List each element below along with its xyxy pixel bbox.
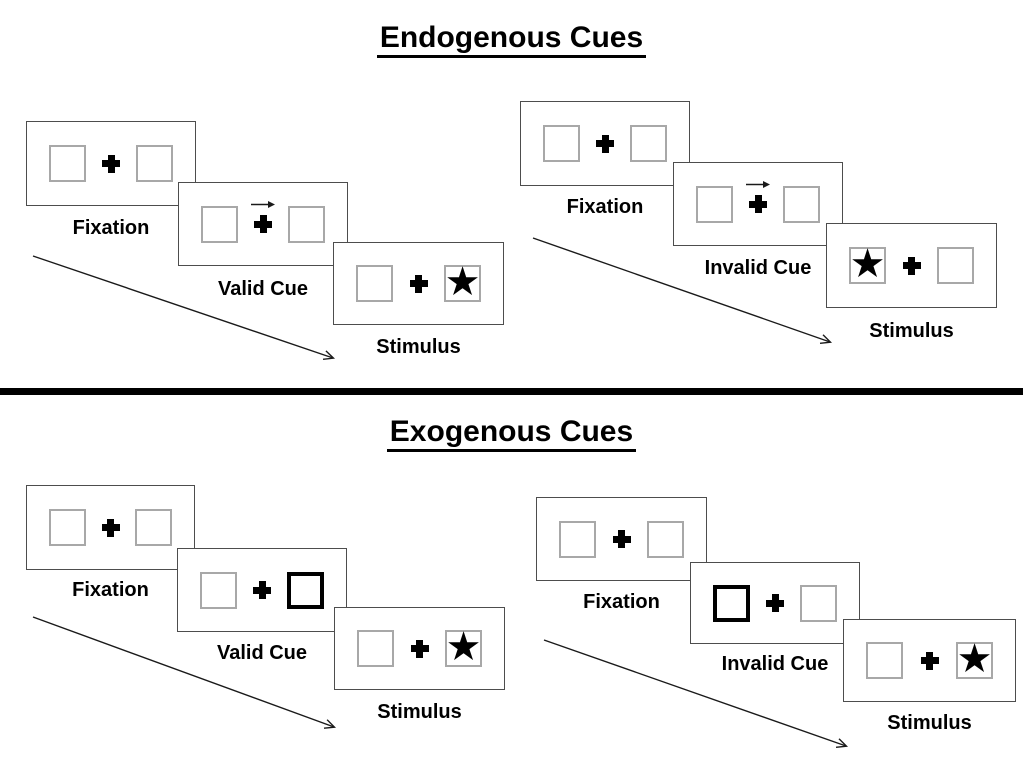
fixation-cross-icon [902,256,921,275]
exo-valid-fixation-panel [26,485,195,570]
fixation-cross-icon [251,201,275,233]
exo-invalid-cue-panel [690,562,860,644]
right-box: ★ [445,623,482,670]
fixation-cross-icon [410,639,429,658]
star-icon: ★ [956,635,993,682]
section-divider [0,388,1023,395]
left-box [696,185,733,223]
right-box [783,185,820,223]
left-box [49,509,86,546]
left-box [200,571,237,609]
frame-label-endo-invalid-stimulus: Stimulus [869,320,954,342]
right-box [288,205,325,243]
section-title-exogenous: Exogenous Cues [0,415,1023,452]
right-box [647,520,684,558]
endo-invalid-cue-panel [673,162,843,246]
left-box [201,205,238,243]
fixation-cross-icon [612,530,631,548]
endo-invalid-stimulus-panel: ★ [826,223,997,308]
endo-valid-cue-panel [178,182,348,266]
right-box-cue-highlight [287,571,324,609]
frame-label-exo-invalid-stimulus: Stimulus [887,712,972,734]
fixation-cross-icon [101,518,120,537]
frame-label-endo-valid-fixation: Fixation [72,217,150,239]
frame-label-endo-valid-stimulus: Stimulus [376,336,461,358]
section-title-exogenous-text: Exogenous Cues [386,415,637,452]
section-title-endogenous: Endogenous Cues [0,21,1023,58]
left-box [49,145,86,182]
exo-invalid-stimulus-panel: ★ [843,619,1016,702]
left-box-cue-highlight [713,584,750,622]
right-box [136,145,173,182]
frame-label-endo-invalid-fixation: Fixation [566,196,644,218]
endo-invalid-fixation-panel [520,101,690,186]
fixation-cross-icon [409,274,428,293]
left-box [866,642,903,679]
frame-label-exo-valid-fixation: Fixation [72,579,149,601]
fixation-cross-icon [253,581,271,599]
star-icon: ★ [445,623,482,670]
frame-label-exo-valid-stimulus: Stimulus [377,701,462,723]
frame-label-exo-invalid-fixation: Fixation [583,591,660,613]
fixation-cross-icon [596,134,614,153]
sequence-arrow-exo-valid [32,616,340,733]
star-icon: ★ [444,258,481,305]
frame-label-endo-valid-cue: Valid Cue [217,278,309,300]
left-box [543,125,580,162]
left-box [356,265,393,302]
fixation-cross-icon [746,181,770,213]
endo-valid-fixation-panel [26,121,196,206]
right-box [937,247,974,284]
exo-valid-stimulus-panel: ★ [334,607,505,690]
sequence-arrow-endo-invalid [532,237,836,348]
cue-arrow-icon [746,181,770,188]
frame-label-endo-invalid-cue: Invalid Cue [704,257,812,279]
fixation-cross-icon [920,651,939,670]
sequence-arrow-exo-invalid [543,639,852,752]
exo-valid-cue-panel [177,548,347,632]
left-box [559,520,596,558]
right-box: ★ [956,635,993,682]
exo-invalid-fixation-panel [536,497,707,581]
right-box [800,584,837,622]
right-box [630,125,667,162]
star-icon: ★ [849,240,886,287]
sequence-arrow-endo-valid [32,255,340,364]
fixation-cross-icon [766,594,784,612]
cue-arrow-icon [251,201,275,208]
fixation-cross-icon [102,154,120,173]
left-box [357,630,394,667]
frame-label-exo-invalid-cue: Invalid Cue [721,653,829,675]
frame-label-exo-valid-cue: Valid Cue [216,642,308,664]
right-box [135,509,172,546]
endo-valid-stimulus-panel: ★ [333,242,504,325]
section-title-endogenous-text: Endogenous Cues [376,21,647,58]
right-box: ★ [444,258,481,305]
left-box: ★ [849,240,886,287]
